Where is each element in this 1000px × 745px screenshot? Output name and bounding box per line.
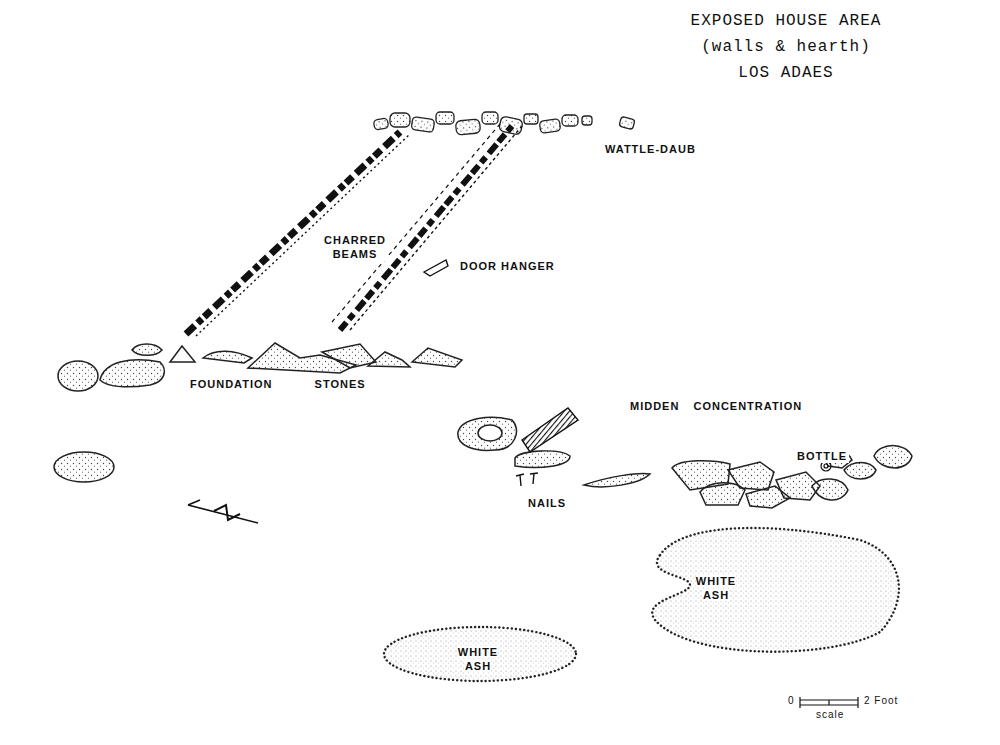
charred-beams [196,134,410,336]
wattle-daub-fragments [436,112,454,124]
plan-title: EXPOSED HOUSE AREA (walls & hearth) LOS … [688,8,884,86]
wattle-daub-fragments [524,114,538,124]
white-ash [384,528,899,681]
foundation-stones [100,360,164,387]
wattle-daub-fragments [390,113,410,127]
wattle-daub-fragments [482,112,498,124]
bottle [824,464,828,468]
feature-label: WATTLE-DAUB [603,142,698,156]
charred-beams [350,126,522,330]
feature-label: WHITE ASH [456,645,500,673]
midden-stones [478,425,502,441]
feature-label: CHARRED BEAMS [322,233,388,261]
midden-stones [844,463,876,480]
foundation-stones [203,351,252,363]
midden-stones [728,462,774,490]
north-arrow [188,500,200,505]
charred-beams [186,132,400,334]
wattle-daub-fragments [539,119,560,134]
scale-unit: 2 Foot [862,694,900,708]
nails [516,473,538,486]
scale-bar [799,697,800,708]
scale-bar [857,697,858,708]
foundation-stones [368,352,410,367]
charred-beams [332,124,500,322]
wattle-daub-fragments [373,112,635,135]
foundation-stones [58,361,98,391]
wattle-daub-fragments [411,117,435,133]
foundation-stones [58,343,462,391]
midden-stones [458,417,912,508]
feature-label: FOUNDATION STONES [188,377,368,391]
wattle-daub-fragments [619,116,635,129]
charred-beams [340,126,512,330]
midden-stones [874,446,912,469]
wattle-daub-fragments [582,116,592,125]
feature-label: MIDDEN CONCENTRATION [628,399,804,413]
wattle-daub-fragments [455,119,480,135]
north-arrow [188,500,258,523]
charred-beam [522,408,578,452]
foundation-stones [412,348,462,367]
feature-label: WHITE ASH [694,574,738,602]
door-hanger [424,260,448,276]
charred-beams [186,124,522,336]
north-arrow [188,505,258,523]
foundation-stones [170,346,195,362]
white-ash [384,627,576,681]
feature-label: BOTTLE [795,449,849,463]
stone [54,452,114,482]
feature-label: NAILS [526,496,568,510]
white-ash [652,528,899,652]
north-arrow [214,505,240,520]
scale-bar [828,700,829,705]
midden-stones [458,417,517,450]
midden-stones [812,479,848,500]
foundation-stones [132,344,162,355]
foundation-stones [322,344,376,368]
nails [530,473,538,484]
wattle-daub-fragments [373,118,389,130]
midden-stones [584,473,650,486]
nails [516,474,524,486]
scale-caption: scale [814,708,846,722]
midden-stones [515,451,570,468]
feature-label: DOOR HANGER [458,259,557,273]
scale-bar [800,697,858,708]
scale-number: 0 [786,694,797,708]
wattle-daub-fragments [562,115,578,126]
